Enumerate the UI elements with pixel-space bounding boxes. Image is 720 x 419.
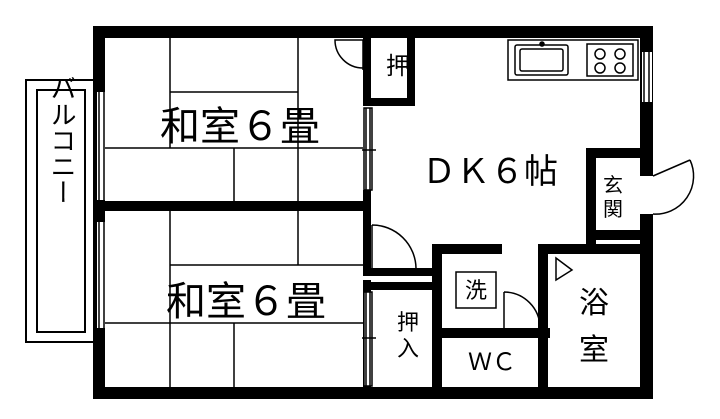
bathroom-label-1: 浴 bbox=[579, 286, 609, 321]
entrance-label-1: 玄 bbox=[603, 173, 623, 197]
entrance-label-2: 関 bbox=[603, 197, 623, 221]
washitsu-bottom-label: 和室６畳 bbox=[166, 279, 326, 325]
oshiire-label-1: 押 bbox=[397, 311, 419, 336]
interior-walls bbox=[105, 38, 642, 387]
tatami-top bbox=[105, 38, 363, 201]
washer-area bbox=[455, 271, 497, 309]
washitsu-top-label: 和室６畳 bbox=[160, 104, 320, 150]
balcony-label: バルコニー bbox=[46, 75, 76, 205]
outer-walls bbox=[93, 26, 653, 399]
wc-label: ＷＣ bbox=[468, 348, 516, 376]
laundry-label: 洗 bbox=[465, 279, 487, 304]
sliding-doors-dk bbox=[362, 107, 376, 387]
dk-label: ＤＫ６帖 bbox=[422, 152, 558, 192]
right-openings bbox=[641, 52, 653, 214]
bathroom-label-2: 室 bbox=[579, 333, 609, 368]
balcony-windows bbox=[97, 92, 107, 328]
oshiire-label-2: 入 bbox=[397, 337, 419, 362]
bath-door-marker bbox=[555, 256, 574, 282]
tatami-bottom bbox=[105, 203, 363, 387]
oshi-top-label: 押 bbox=[386, 52, 410, 80]
kitchen-counter bbox=[507, 39, 639, 81]
door-swings bbox=[334, 39, 695, 329]
balcony bbox=[25, 79, 97, 343]
